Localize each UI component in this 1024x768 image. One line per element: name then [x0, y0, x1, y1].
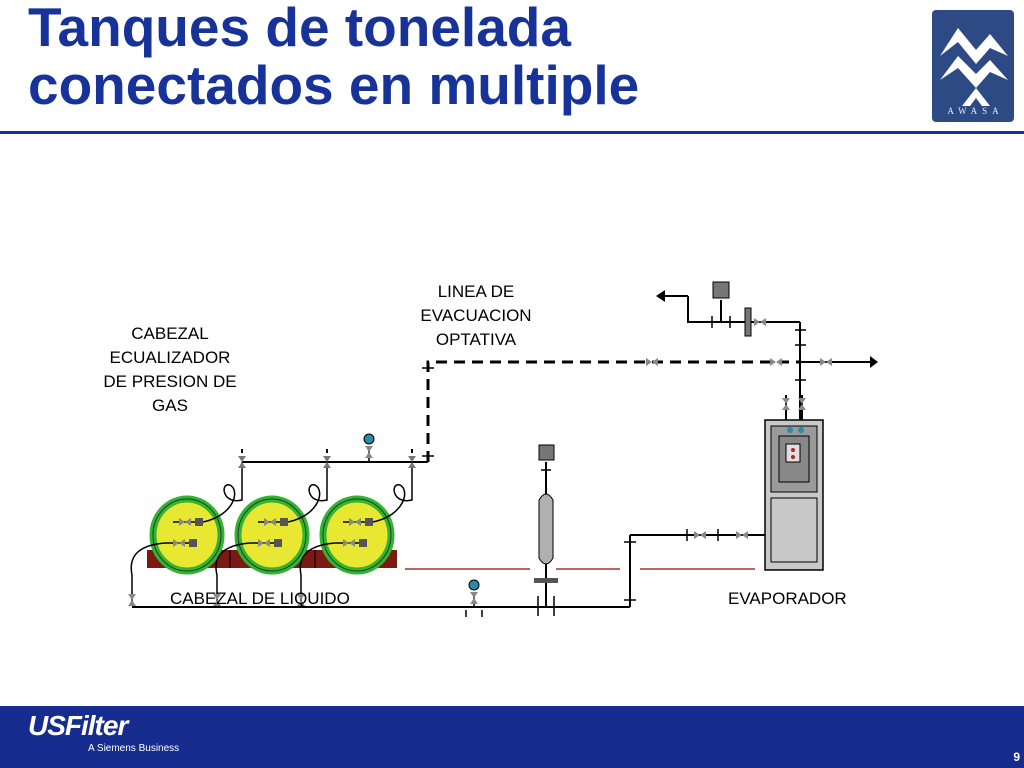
liquid-header-label: CABEZAL DE LIQUIDO: [170, 589, 350, 608]
ton-tank-2: [238, 499, 306, 571]
title-divider: [0, 131, 1024, 134]
slide-title: Tanques de tonelada conectados en multip…: [28, 0, 639, 114]
ton-tank-3: [323, 499, 391, 571]
gas-header-label: CABEZAL ECUALIZADOR DE PRESION DE GAS: [103, 324, 237, 415]
liquid-flex-connectors: [130, 542, 336, 605]
vent-piping: [646, 281, 878, 420]
gas-header-pipe: [237, 433, 428, 469]
awasa-logo-mark: [940, 28, 1008, 106]
liquid-filter-vessel: [534, 444, 558, 616]
evaporator-label: EVAPORADOR: [728, 589, 847, 608]
evaporator-unit: [764, 395, 824, 571]
title-line-2: conectados en multiple: [28, 54, 640, 116]
page-number: 9: [1013, 750, 1020, 764]
title-line-1: Tanques de tonelada: [28, 0, 571, 58]
evacuation-line: [426, 360, 800, 462]
ton-tank-1: [153, 499, 221, 571]
gas-flex-connectors: [202, 462, 413, 523]
logo-text: AWASA: [947, 106, 1004, 116]
footer-bar: USFilter A Siemens Business 9: [0, 706, 1024, 768]
usfilter-brand: USFilter: [28, 710, 128, 741]
brand-tagline: A Siemens Business: [88, 743, 180, 754]
evacuation-line-label: LINEA DE EVACUACION OPTATIVA: [420, 282, 532, 349]
awasa-logo: AWASA: [932, 10, 1014, 122]
process-diagram: [128, 281, 878, 617]
